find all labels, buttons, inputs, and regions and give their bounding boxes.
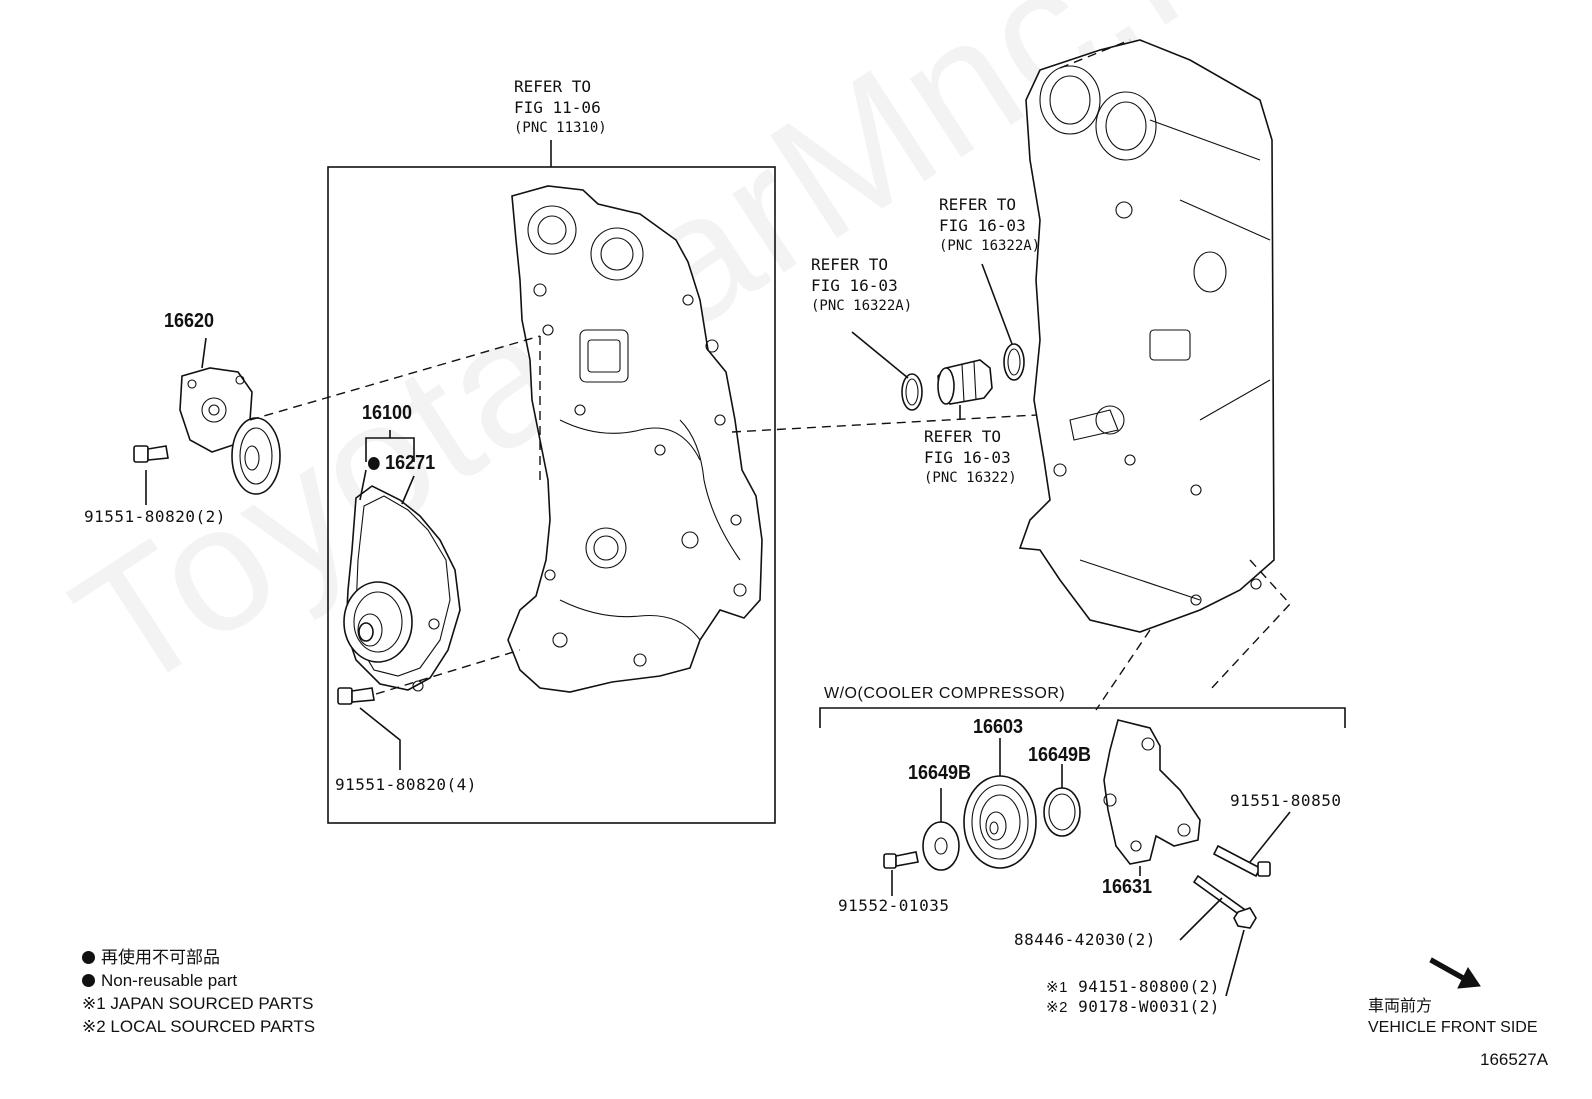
part-94151-80800: ※1 94151-80800(2) bbox=[1046, 977, 1220, 998]
engine-block bbox=[1018, 39, 1275, 633]
water-inlet-pipe bbox=[937, 359, 993, 405]
ref-line: REFER TO bbox=[924, 427, 1002, 446]
water-pump bbox=[343, 485, 461, 692]
legend: 再使用不可部品 Non-reusable part ※1 JAPAN SOURC… bbox=[82, 946, 315, 1038]
ref-line: REFER TO bbox=[514, 77, 592, 96]
plate-16649b-left bbox=[922, 821, 960, 871]
bolt-91552-01035 bbox=[883, 851, 919, 869]
part-16100: 16100 bbox=[362, 402, 413, 424]
part-88446-42030: 88446-42030(2) bbox=[1014, 930, 1156, 949]
idler-bracket-16631 bbox=[1103, 719, 1201, 865]
bolt-91551-80850 bbox=[1212, 844, 1271, 878]
part-16649b-left: 16649B bbox=[908, 762, 972, 784]
part-16603: 16603 bbox=[973, 716, 1024, 738]
non-reusable-dot-icon bbox=[368, 457, 380, 470]
part-91551-80820-2: 91551-80820(2) bbox=[84, 507, 226, 526]
ref-line: FIG 16-03 bbox=[924, 448, 1011, 467]
legend-japan-sourced: ※1 JAPAN SOURCED PARTS bbox=[82, 994, 314, 1013]
timing-chain-cover bbox=[507, 185, 763, 693]
vehicle-front-label: 車両前方 VEHICLE FRONT SIDE bbox=[1368, 996, 1538, 1038]
non-reusable-dot-icon bbox=[82, 951, 95, 964]
part-16271: 16271 bbox=[368, 452, 435, 475]
part-90178-w0031: ※2 90178-W0031(2) bbox=[1046, 997, 1220, 1018]
part-16620: 16620 bbox=[164, 310, 215, 332]
part-16649b-right: 16649B bbox=[1028, 744, 1092, 766]
bolt-91551-80820-4 bbox=[337, 687, 375, 705]
idler-pulley bbox=[963, 775, 1037, 869]
ref-inlet: REFER TO FIG 16-03 (PNC 16322) bbox=[924, 426, 1017, 489]
ref-timing-cover: REFER TO FIG 11-06 (PNC 11310) bbox=[514, 76, 607, 139]
part-90178-label: 90178-W0031(2) bbox=[1078, 997, 1220, 1016]
ref-line: FIG 16-03 bbox=[939, 216, 1026, 235]
legend-local-sourced: ※2 LOCAL SOURCED PARTS bbox=[82, 1017, 316, 1036]
part-91551-80820-4: 91551-80820(4) bbox=[335, 775, 477, 794]
o-ring-left bbox=[901, 373, 923, 411]
part-94151-label: 94151-80800(2) bbox=[1078, 977, 1220, 996]
belt-tensioner bbox=[179, 367, 281, 495]
legend-en: Non-reusable part bbox=[101, 971, 238, 990]
ref-line: REFER TO bbox=[811, 255, 889, 274]
ref-line: FIG 16-03 bbox=[811, 276, 898, 295]
vehicle-front-jp: 車両前方 bbox=[1368, 998, 1433, 1015]
ref-oring-right: REFER TO FIG 16-03 (PNC 16322A) bbox=[939, 194, 1040, 257]
legend-row-en: Non-reusable part bbox=[82, 969, 315, 992]
ref-line: FIG 11-06 bbox=[514, 98, 601, 117]
ref-line: (PNC 11310) bbox=[514, 120, 607, 136]
part-16271-label: 16271 bbox=[385, 452, 436, 474]
legend-row-jp: 再使用不可部品 bbox=[82, 946, 315, 969]
mark-1: ※1 bbox=[1046, 979, 1068, 996]
ref-oring-left: REFER TO FIG 16-03 (PNC 16322A) bbox=[811, 254, 912, 317]
vehicle-front-en: VEHICLE FRONT SIDE bbox=[1368, 1019, 1538, 1036]
legend-jp: 再使用不可部品 bbox=[101, 948, 220, 967]
non-reusable-dot-icon bbox=[82, 974, 95, 987]
part-16631: 16631 bbox=[1102, 876, 1153, 898]
ref-line: (PNC 16322) bbox=[924, 470, 1017, 486]
ref-line: REFER TO bbox=[939, 195, 1017, 214]
part-91551-80850: 91551-80850 bbox=[1230, 791, 1342, 810]
nut-94151-90178 bbox=[1233, 907, 1257, 929]
vehicle-front-arrow bbox=[1429, 957, 1481, 989]
o-ring-right bbox=[1003, 343, 1025, 381]
bolt-91551-80820-2 bbox=[133, 445, 169, 463]
group-label-wo-cooler: W/O(COOLER COMPRESSOR) bbox=[824, 685, 1066, 702]
part-91552-01035: 91552-01035 bbox=[838, 896, 950, 915]
ref-line: (PNC 16322A) bbox=[939, 238, 1041, 254]
cooler-group-bracket bbox=[819, 707, 1346, 728]
ref-line: (PNC 16322A) bbox=[811, 298, 913, 314]
figure-id: 166527A bbox=[1480, 1050, 1549, 1069]
mark-2: ※2 bbox=[1046, 999, 1068, 1016]
